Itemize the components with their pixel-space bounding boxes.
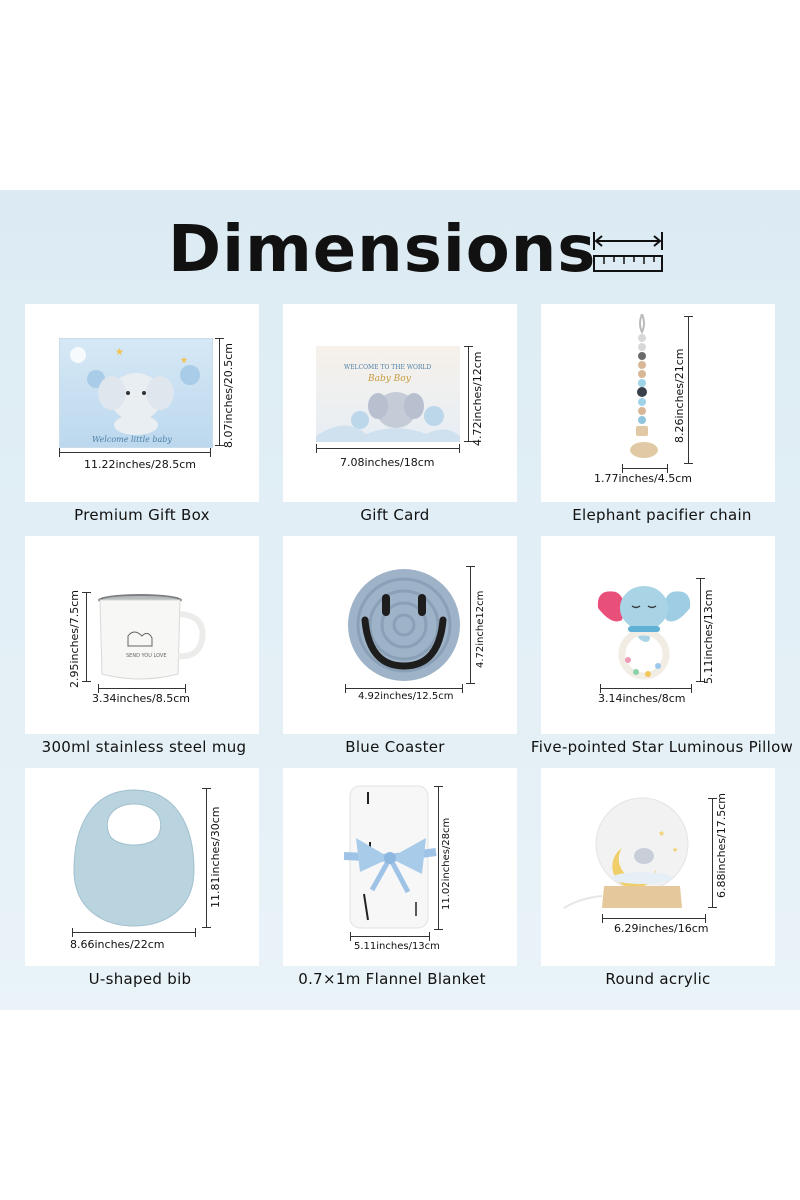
dimension-line — [622, 464, 668, 473]
dimension-height: 8.07inches/20.5cm — [222, 343, 235, 448]
product-label: Premium Gift Box — [74, 506, 210, 524]
gift-box-print: Welcome little baby — [92, 435, 172, 444]
blanket-image — [343, 785, 437, 929]
dimension-line — [466, 566, 475, 684]
dimension-height: 11.02inches/28cm — [441, 817, 452, 910]
dimension-height: 2.95inches/7.5cm — [68, 589, 81, 688]
svg-text:★: ★ — [658, 829, 665, 838]
dimension-width: 7.08inches/18cm — [340, 456, 435, 469]
dimension-height: 11.81inches/30cm — [209, 806, 222, 908]
svg-text:★: ★ — [672, 846, 678, 854]
coaster-image — [348, 569, 460, 681]
dimension-height: 5.11inches/13cm — [702, 589, 715, 684]
bib-image — [73, 789, 195, 927]
dimension-height: 8.26inches/21cm — [673, 348, 686, 443]
dimension-width: 1.77inches/4.5cm — [594, 472, 693, 485]
gift-box-image: ★ ★ Welcome little baby — [59, 338, 213, 448]
dimension-width: 8.66inches/22cm — [70, 938, 165, 951]
page-title: Dimensions — [168, 213, 597, 287]
gift-card-print-line2: Baby Boy — [368, 374, 411, 384]
dimension-line — [72, 928, 196, 937]
acrylic-lamp-image: ★ ★ — [563, 797, 689, 909]
dimension-line — [202, 788, 211, 928]
dimension-width: 4.92inches/12.5cm — [358, 691, 454, 702]
elephant-rattle-image — [597, 586, 691, 680]
dimension-line — [600, 684, 692, 693]
dimension-width: 3.34inches/8.5cm — [92, 692, 191, 705]
gift-card-image: WELCOME TO THE WORLD Baby Boy — [316, 346, 460, 442]
svg-text:★: ★ — [115, 347, 124, 358]
dimension-line — [98, 684, 186, 693]
product-card-pacifier-chain — [541, 304, 775, 502]
mug-print: SEND YOU LOVE — [126, 653, 167, 659]
dimension-line — [464, 346, 473, 442]
dimension-width: 3.14inches/8cm — [598, 692, 686, 705]
dimension-line — [434, 786, 443, 930]
mug-image — [98, 594, 206, 680]
ruler-icon — [593, 232, 663, 272]
dimension-height: 4.72inche12cm — [475, 590, 486, 668]
dimension-height: 6.88inches/17.5cm — [715, 793, 728, 898]
product-label: Blue Coaster — [345, 738, 445, 756]
dimension-line — [684, 316, 693, 464]
dimension-line — [345, 684, 463, 693]
dimension-line — [316, 444, 460, 453]
dimension-width: 5.11inches/13cm — [354, 941, 440, 952]
dimension-line — [215, 338, 224, 446]
dimension-line — [350, 932, 430, 941]
dimension-line — [708, 798, 717, 908]
product-label: 0.7×1m Flannel Blanket — [298, 970, 486, 988]
dimension-line — [59, 448, 211, 457]
dimension-height: 4.72inches/12cm — [471, 351, 484, 446]
dimension-line — [696, 578, 705, 682]
dimension-width: 6.29inches/16cm — [614, 922, 709, 935]
product-label: Five-pointed Star Luminous Pillow — [530, 738, 794, 756]
product-label: Elephant pacifier chain — [572, 506, 752, 524]
dimension-line — [82, 592, 91, 682]
product-label: U-shaped bib — [88, 970, 192, 988]
dimension-width: 11.22inches/28.5cm — [84, 458, 196, 471]
product-label: Round acrylic — [605, 970, 711, 988]
product-label: Gift Card — [360, 506, 430, 524]
product-label: 300ml stainless steel mug — [41, 738, 247, 756]
pacifier-chain-image — [630, 314, 658, 458]
dimension-line — [602, 914, 706, 923]
svg-text:★: ★ — [180, 356, 188, 366]
gift-card-print-line1: WELCOME TO THE WORLD — [344, 364, 432, 371]
